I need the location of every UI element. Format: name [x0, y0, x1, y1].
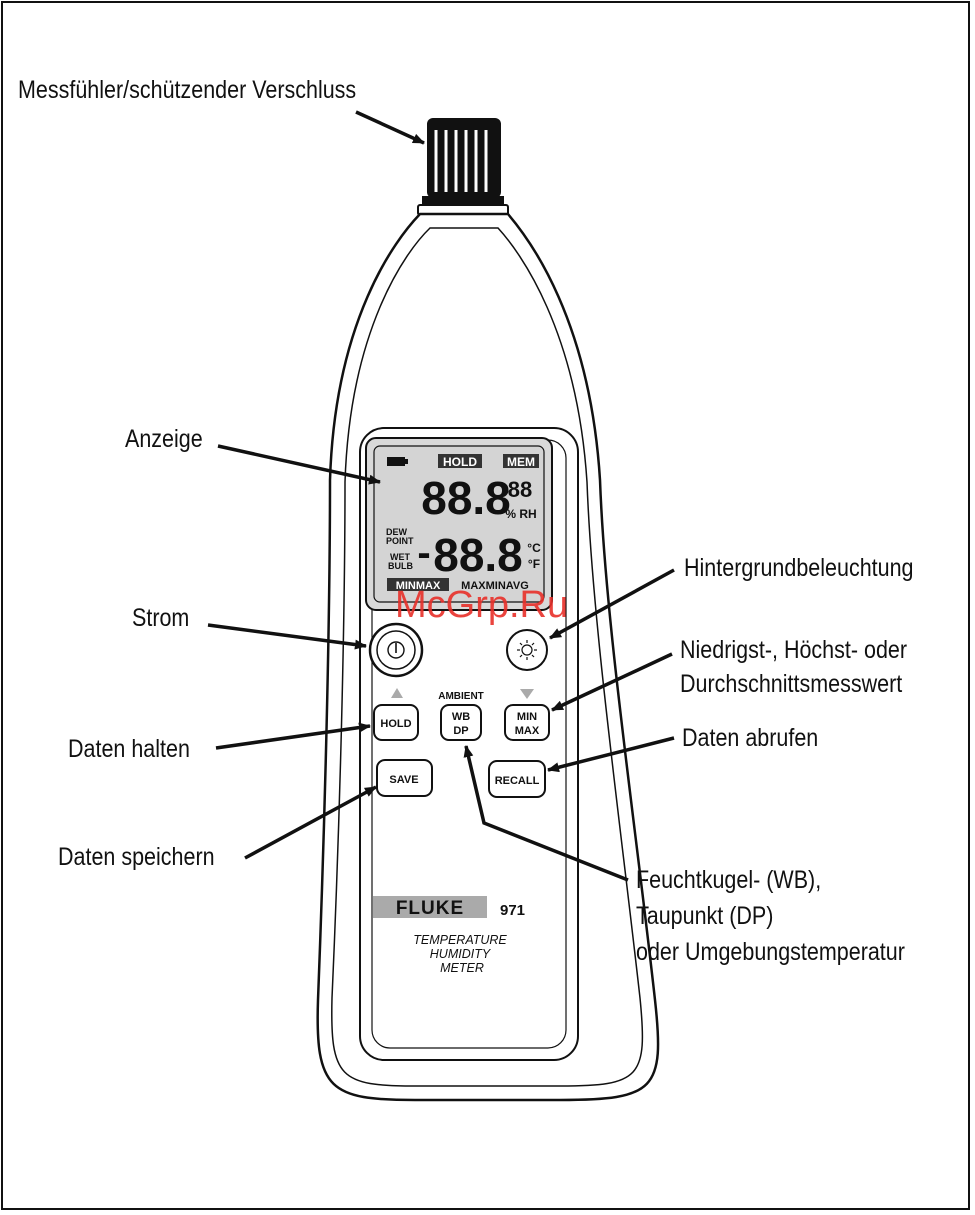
lcd-hold-indicator: HOLD — [443, 455, 477, 469]
callout-recall: Daten abrufen — [682, 724, 819, 752]
callout-wbdp-line1: Feuchtkugel- (WB), — [636, 866, 822, 894]
wb-label: WB — [452, 711, 470, 723]
arrow-display — [217, 444, 381, 485]
callout-save: Daten speichern — [58, 843, 215, 871]
callout-minmax-line1: Niedrigst-, Höchst- oder — [680, 636, 908, 664]
arrow-hold — [215, 722, 371, 750]
lcd-top-digits: 88.8 — [421, 472, 511, 524]
lcd-dew-label: DEW — [386, 527, 408, 537]
arrow-wbdp — [463, 745, 629, 882]
backlight-button[interactable] — [506, 629, 548, 671]
lcd-unit-c: °C — [527, 541, 541, 555]
arrow-minmax — [551, 652, 673, 712]
callout-backlight: Hintergrundbeleuchtung — [684, 554, 914, 582]
lcd-unit-f: °F — [528, 557, 540, 571]
dp-label: DP — [453, 725, 468, 737]
product-line-1: TEMPERATURE — [413, 933, 507, 947]
callout-wbdp-line2: Taupunkt (DP) — [636, 902, 774, 930]
up-triangle-icon — [391, 688, 403, 698]
down-triangle-icon — [520, 689, 534, 699]
callout-arrows — [207, 110, 675, 882]
lcd-display: HOLD MEM 88.8 88 % RH DEW POINT WET BULB… — [365, 437, 553, 611]
callout-hold: Daten halten — [68, 735, 190, 763]
battery-icon — [387, 457, 408, 466]
lcd-minus: - — [417, 531, 430, 575]
power-button[interactable] — [368, 622, 424, 678]
recall-button-label: RECALL — [495, 775, 540, 787]
arrow-power — [207, 623, 367, 650]
hold-button[interactable]: HOLD — [373, 704, 419, 741]
callout-display: Anzeige — [125, 425, 203, 453]
lcd-point-label: POINT — [386, 536, 414, 546]
wb-dp-button[interactable]: WB DP — [440, 704, 482, 741]
backlight-sun-icon — [517, 640, 537, 660]
brand-area: FLUKE 971 TEMPERATURE HUMIDITY METER — [373, 896, 525, 975]
product-line-2: HUMIDITY — [430, 947, 492, 961]
power-icon — [387, 641, 405, 659]
hold-button-label: HOLD — [380, 718, 411, 730]
lcd-maxminavg-indicator: MAXMINAVG — [461, 580, 529, 592]
save-button-label: SAVE — [389, 774, 418, 786]
lcd-mem-indicator: MEM — [507, 455, 535, 469]
lcd-bottom-digits: 88.8 — [433, 529, 523, 581]
product-line-3: METER — [440, 961, 484, 975]
ambient-caption: AMBIENT — [438, 691, 484, 702]
arrow-save — [244, 785, 377, 860]
callout-wbdp-line3: oder Umgebungstemperatur — [636, 938, 905, 966]
lcd-wet-label: WET — [390, 552, 410, 562]
brand-logo: FLUKE — [396, 898, 464, 919]
probe-cap — [417, 118, 509, 216]
recall-button[interactable]: RECALL — [488, 760, 546, 798]
arrow-recall — [547, 736, 675, 773]
arrow-probe — [355, 110, 425, 145]
save-button[interactable]: SAVE — [376, 759, 433, 797]
lcd-minmax-indicator: MINMAX — [396, 580, 441, 592]
max-label: MAX — [515, 725, 540, 737]
lcd-rh-unit: % RH — [505, 507, 536, 521]
callout-power: Strom — [132, 604, 190, 632]
model-number: 971 — [500, 902, 525, 919]
min-max-button[interactable]: MIN MAX — [504, 704, 550, 741]
lcd-small-digits: 88 — [508, 477, 532, 502]
watermark: McGrp.Ru — [395, 584, 569, 626]
arrow-backlight — [549, 568, 675, 640]
min-label: MIN — [517, 711, 537, 723]
lcd-bulb-label: BULB — [388, 561, 413, 571]
callout-minmax-line2: Durchschnittsmesswert — [680, 670, 903, 698]
callout-probe: Messfühler/schützender Verschluss — [18, 76, 357, 104]
